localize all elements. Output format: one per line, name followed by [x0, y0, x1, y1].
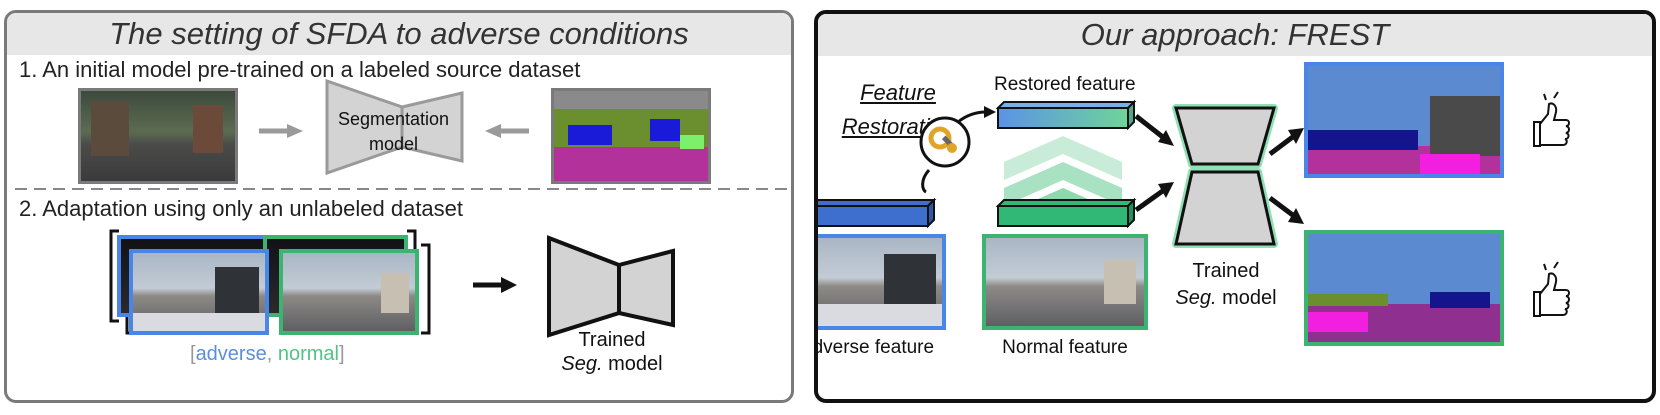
caption-comma: , — [266, 343, 278, 365]
trained-model-label-2: Seg. model — [552, 353, 672, 376]
gear-wrench-icon — [919, 116, 971, 168]
right-diagram-graphics — [818, 91, 1570, 317]
thumbs-up-icon — [1533, 261, 1570, 317]
adverse-feature-bar — [818, 197, 937, 229]
right-arrow-icon — [1268, 128, 1304, 156]
trained-model-label-2: Seg. model — [1166, 287, 1286, 310]
normal-segmentation-output — [1304, 230, 1504, 346]
left-panel-title: The setting of SFDA to adverse condition… — [7, 13, 791, 55]
left-diagram-graphics — [15, 78, 791, 338]
model-word: model — [1216, 287, 1277, 309]
source-label-map — [551, 88, 711, 184]
right-panel-title: Our approach: FREST — [818, 14, 1652, 56]
model-word: model — [602, 353, 663, 375]
seg-abbrev: Seg. — [1175, 287, 1217, 309]
restored-feature-label: Restored feature — [994, 74, 1136, 95]
restored-feature-bar — [995, 99, 1137, 131]
normal-feature-image — [982, 234, 1148, 330]
adverse-segmentation-output — [1304, 62, 1504, 178]
feature-restoration-label-1: Feature — [860, 80, 936, 105]
frest-approach-panel: Our approach: FREST Feature Restoration … — [814, 10, 1656, 403]
sfda-setting-panel: The setting of SFDA to adverse condition… — [4, 10, 794, 403]
segmentation-model-label-1: Segmentation — [337, 109, 450, 129]
normal-feature-bar — [995, 197, 1137, 229]
segmentation-model-label-2: model — [368, 134, 419, 154]
seg-abbrev: Seg. — [561, 353, 603, 375]
right-arrow-icon — [1134, 114, 1174, 146]
dataset-bracket-left — [109, 229, 119, 323]
right-arrow-icon — [1268, 196, 1304, 224]
dataset-caption: [adverse, normal] — [190, 343, 345, 366]
source-image — [78, 88, 238, 184]
adverse-image — [129, 249, 269, 335]
adverse-feature-label: Adverse feature — [814, 337, 935, 358]
thumbs-up-icon — [1533, 91, 1570, 147]
trained-model-label-1: Trained — [578, 329, 646, 351]
left-arrow-icon — [485, 124, 529, 138]
normal-image — [279, 249, 419, 335]
caption-normal: normal — [277, 343, 339, 365]
normal-feature-label: Normal feature — [1002, 337, 1128, 358]
caption-adverse: adverse — [195, 343, 267, 365]
right-arrow-icon — [1134, 182, 1174, 213]
right-arrow-icon — [259, 124, 303, 138]
step2-label: 2. Adaptation using only an unlabeled da… — [19, 196, 464, 221]
trained-model-shape — [1172, 104, 1278, 248]
right-arrow-icon — [473, 277, 517, 293]
trained-model-label-1: Trained — [1192, 260, 1260, 282]
caption-open-bracket: [ — [190, 343, 196, 365]
trained-model-shape — [547, 235, 621, 338]
step1-label: 1. An initial model pre-trained on a lab… — [19, 57, 581, 82]
caption-close-bracket: ] — [338, 343, 345, 365]
restoration-arrow — [921, 168, 931, 194]
adverse-feature-image — [818, 234, 946, 330]
